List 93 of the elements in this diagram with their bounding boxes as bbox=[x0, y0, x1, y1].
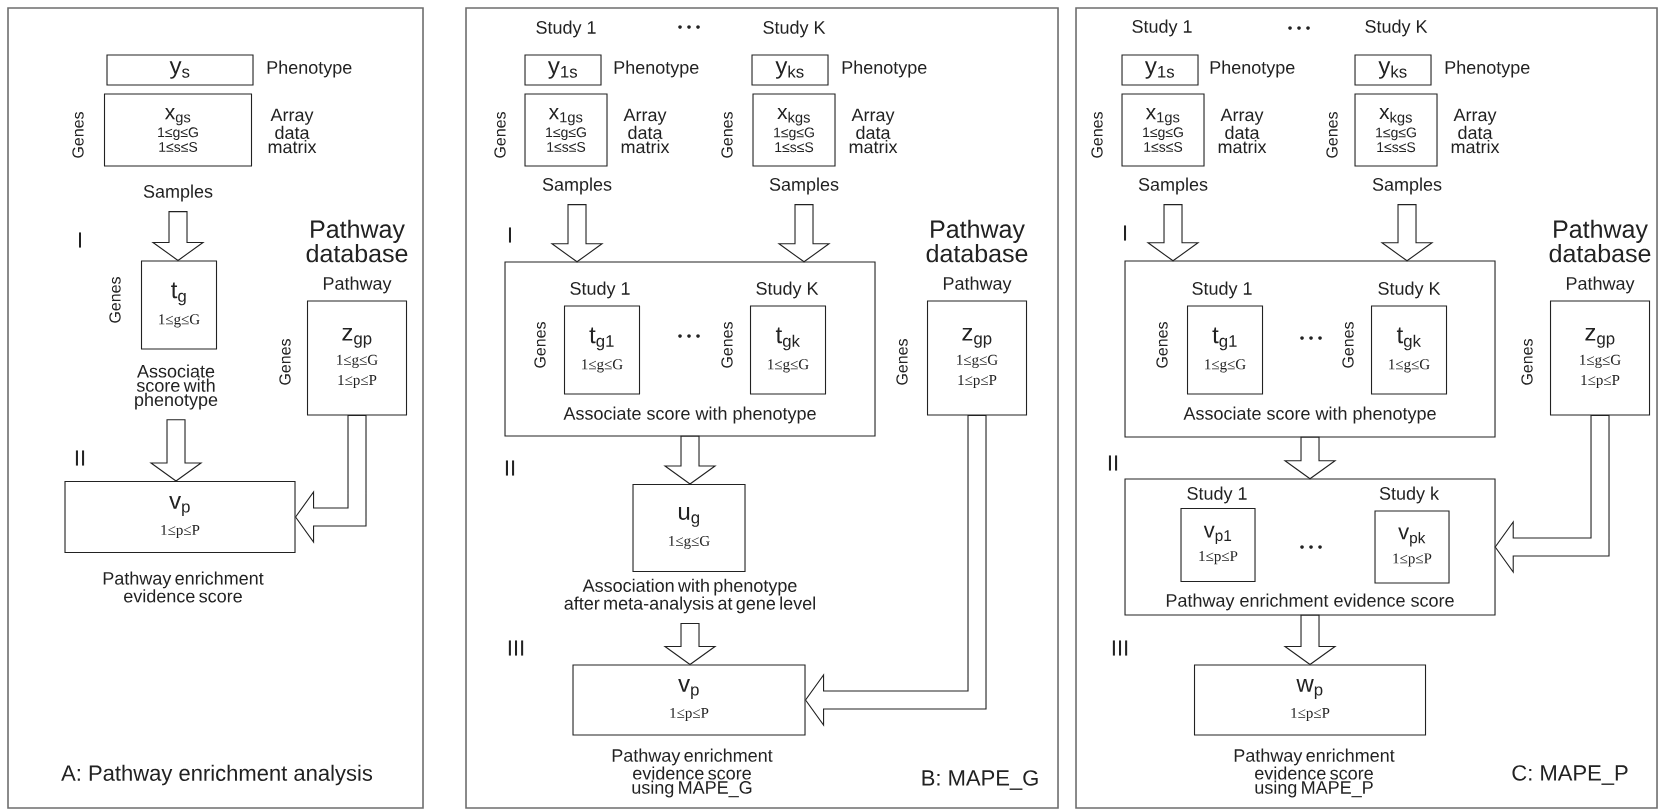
score-box: t$_{gk}$ 1≤g≤G bbox=[749, 305, 827, 395]
heading: Pathway database bbox=[1549, 219, 1651, 263]
study-label: Study 1 bbox=[1132, 19, 1192, 37]
heading: Pathway database bbox=[926, 219, 1028, 263]
vector-box: y$_{s}$ bbox=[106, 54, 254, 86]
score-box: v$_{p}$ 1≤p≤P bbox=[64, 480, 296, 554]
matrix-box: x$_{gs}$ 1≤g≤G 1≤s≤S bbox=[103, 93, 253, 167]
side-label: Phenotype bbox=[614, 60, 699, 78]
score-box: t$_{g}$ 1≤g≤G bbox=[140, 260, 218, 350]
side-label: Array data matrix bbox=[1218, 108, 1267, 154]
step-number: III bbox=[1112, 640, 1128, 656]
description-label: Associate score with phenotype bbox=[135, 364, 218, 410]
matrix-box: z$_{gp}$ 1≤g≤G 1≤p≤P bbox=[926, 300, 1028, 416]
row-label: Genes bbox=[1521, 339, 1533, 385]
side-label: Phenotype bbox=[267, 60, 352, 78]
block-arrow bbox=[777, 204, 831, 263]
row-label: Genes bbox=[494, 112, 506, 158]
block-arrow bbox=[151, 211, 205, 262]
score-box: u$_{g}$ 1≤g≤G bbox=[632, 483, 746, 573]
heading: Pathway database bbox=[306, 219, 408, 263]
block-arrow bbox=[663, 622, 717, 666]
side-label: Phenotype bbox=[1445, 60, 1530, 78]
column-label: Pathway bbox=[943, 276, 1012, 294]
description-label: Association with phenotype after meta-analysis at gene level bbox=[564, 578, 815, 614]
matrix-box: x$_{1gs}$ 1≤g≤G 1≤s≤S bbox=[1121, 93, 1205, 167]
column-label: Samples bbox=[769, 177, 839, 195]
matrix-box: x$_{kgs}$ 1≤g≤G 1≤s≤S bbox=[1354, 93, 1438, 167]
row-label: Genes bbox=[109, 277, 121, 323]
step-number: I bbox=[1124, 225, 1127, 241]
matrix-box: x$_{1gs}$ 1≤g≤G 1≤s≤S bbox=[524, 93, 608, 167]
step-number: I bbox=[78, 232, 82, 248]
study-label: Study 1 bbox=[1192, 281, 1252, 299]
row-label: Genes bbox=[534, 322, 546, 368]
column-label: Samples bbox=[143, 184, 213, 202]
row-label: Genes bbox=[721, 112, 733, 158]
study-label: Study 1 bbox=[1187, 486, 1247, 504]
study-label: Study k bbox=[1379, 486, 1440, 504]
score-box: v$_{p}$ 1≤p≤P bbox=[572, 664, 806, 736]
vector-box: y$_{ks}$ bbox=[1354, 54, 1432, 86]
description-label: Pathway enrichment evidence score using MAPE_G bbox=[612, 748, 773, 798]
row-label: Genes bbox=[721, 322, 733, 368]
block-arrow bbox=[149, 419, 203, 482]
score-box: v$_{pk}$ 1≤p≤P bbox=[1374, 510, 1450, 584]
side-label: Phenotype bbox=[1210, 60, 1295, 78]
row-label: Genes bbox=[1342, 322, 1354, 368]
step-number: I bbox=[509, 227, 512, 243]
row-label: Genes bbox=[1091, 112, 1103, 158]
score-box: t$_{gk}$ 1≤g≤G bbox=[1370, 305, 1448, 395]
block-arrow bbox=[1380, 204, 1434, 262]
row-label: Genes bbox=[279, 339, 291, 385]
block-arrow bbox=[663, 435, 717, 485]
column-label: Pathway bbox=[1566, 276, 1635, 294]
study-label: Study K bbox=[763, 20, 826, 38]
side-label: Array data matrix bbox=[849, 108, 898, 154]
row-label: Genes bbox=[72, 112, 84, 158]
study-label: Study K bbox=[756, 281, 819, 299]
step-number: II bbox=[1108, 455, 1118, 471]
study-label: Study K bbox=[1365, 19, 1428, 37]
side-label: Array data matrix bbox=[1451, 108, 1500, 154]
score-box: v$_{p1}$ 1≤p≤P bbox=[1180, 507, 1256, 583]
row-label: Genes bbox=[1326, 112, 1338, 158]
side-label: Phenotype bbox=[842, 60, 927, 78]
step-number: III bbox=[508, 640, 524, 656]
side-label: Array data matrix bbox=[268, 108, 317, 154]
score-box: t$_{g1}$ 1≤g≤G bbox=[563, 305, 641, 395]
block-arrow bbox=[1494, 415, 1610, 574]
description-label: Pathway enrichment evidence score using MAPE_P bbox=[1234, 748, 1395, 798]
column-label: Samples bbox=[1138, 177, 1208, 195]
matrix-box: z$_{gp}$ 1≤g≤G 1≤p≤P bbox=[306, 300, 408, 416]
vector-box: y$_{1s}$ bbox=[1121, 54, 1199, 86]
column-label: Pathway bbox=[323, 276, 392, 294]
study-label: Study K bbox=[1378, 281, 1441, 299]
row-label: Genes bbox=[896, 339, 908, 385]
step-number: II bbox=[505, 460, 515, 476]
block-arrow bbox=[1283, 614, 1337, 666]
matrix-box: z$_{gp}$ 1≤g≤G 1≤p≤P bbox=[1549, 300, 1651, 416]
study-label: Study 1 bbox=[570, 281, 630, 299]
side-label: Array data matrix bbox=[621, 108, 670, 154]
row-label: Genes bbox=[1156, 322, 1168, 368]
vector-box: y$_{1s}$ bbox=[524, 54, 602, 86]
block-arrow bbox=[1283, 436, 1337, 480]
matrix-box: x$_{kgs}$ 1≤g≤G 1≤s≤S bbox=[752, 93, 836, 167]
vector-box: y$_{ks}$ bbox=[751, 54, 829, 86]
block-arrow bbox=[804, 415, 987, 727]
study-label: Study 1 bbox=[536, 20, 596, 38]
column-label: Samples bbox=[1372, 177, 1442, 195]
score-box: t$_{g1}$ 1≤g≤G bbox=[1186, 305, 1264, 395]
description-label: Pathway enrichment evidence score bbox=[103, 571, 264, 603]
block-arrow bbox=[1146, 204, 1200, 262]
block-arrow bbox=[550, 204, 604, 263]
column-label: Samples bbox=[542, 177, 612, 195]
block-arrow bbox=[294, 415, 367, 544]
score-box: w$_{p}$ 1≤p≤P bbox=[1193, 664, 1427, 736]
